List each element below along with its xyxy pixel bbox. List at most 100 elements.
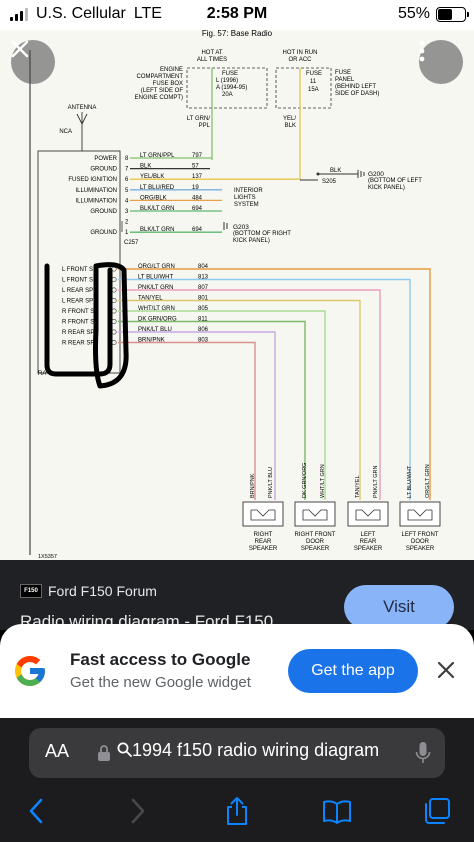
speaker-lead-label: TAN/YEL	[355, 475, 361, 498]
speaker-name: SPEAKER	[249, 546, 278, 552]
speaker-lead-label: ORG/LT GRN	[425, 464, 431, 498]
google-g-icon	[15, 656, 45, 686]
speaker-name: REAR	[360, 539, 377, 545]
svg-text:ALL TIMES: ALL TIMES	[197, 57, 227, 63]
svg-text:20A: 20A	[222, 92, 233, 98]
microphone-icon[interactable]	[415, 741, 431, 765]
speaker-wire-color: ORG/LT GRN	[138, 264, 175, 270]
speaker-wire	[118, 268, 431, 500]
close-viewer-button[interactable]	[11, 40, 55, 84]
lock-icon	[98, 745, 110, 761]
speaker-wire-color: LT BLU/WHT	[138, 275, 173, 281]
svg-text:FUSE: FUSE	[306, 71, 322, 77]
speaker-wire-circuit: 803	[198, 338, 209, 344]
speaker-name: SPEAKER	[354, 546, 383, 552]
svg-text:15A: 15A	[308, 87, 319, 93]
chevron-right-icon[interactable]	[122, 796, 152, 826]
speaker-icon	[242, 501, 284, 527]
svg-text:HOT IN RUN: HOT IN RUN	[283, 50, 318, 56]
fig-title: Fig. 57: Base Radio	[202, 30, 273, 38]
more-options-button[interactable]	[419, 40, 463, 84]
fuse-b-label: FUSE 11 15A	[306, 71, 322, 93]
speaker-name: RIGHT	[254, 532, 273, 538]
search-icon	[117, 742, 132, 757]
search-result-card[interactable]: F150 Ford F150 Forum Radio wiring diagra…	[0, 560, 474, 631]
address-bar[interactable]: AA 1994 f150 radio wiring diagram	[29, 728, 445, 778]
pin-label: POWER	[94, 156, 117, 162]
speaker-wire	[118, 331, 276, 500]
speaker-pin-label: R FRONT SP	[62, 320, 98, 326]
speaker-wire-circuit: 813	[198, 275, 209, 281]
svg-text:FUSE: FUSE	[222, 71, 238, 77]
svg-text:(BEHIND LEFT: (BEHIND LEFT	[335, 84, 376, 90]
close-icon	[437, 661, 455, 679]
pin-label: GROUND	[90, 167, 117, 173]
speaker-wire	[118, 310, 326, 500]
handdrawn-markup-2	[93, 262, 129, 389]
close-icon	[11, 40, 29, 58]
pin-circuit: 694	[192, 206, 203, 212]
speaker-wire-circuit: 805	[198, 306, 209, 312]
speaker-name: DOOR	[306, 539, 325, 545]
speaker-icon	[347, 501, 389, 527]
g200-label: G200	[368, 171, 384, 178]
pin-number: 5	[125, 188, 129, 194]
speaker-pin-label: L REAR SP	[62, 299, 93, 305]
speaker-pin-label: R REAR SP	[62, 330, 94, 336]
speaker-pin-label: R FRONT SP	[62, 309, 98, 315]
pin-wire-color: BLK/LT GRN	[140, 206, 174, 212]
svg-text:SYSTEM: SYSTEM	[234, 202, 259, 208]
speaker-pin-label: L REAR SP	[62, 288, 93, 294]
speaker-wire	[118, 278, 411, 500]
image-viewer[interactable]: Fig. 57: Base Radio ENGINE COMPARTMENT F…	[0, 30, 474, 560]
pin-label: GROUND	[90, 209, 117, 215]
speaker-name: REAR	[255, 539, 272, 545]
pin-label: FUSED IGNITION	[68, 177, 117, 183]
svg-text:INTERIOR: INTERIOR	[234, 188, 263, 194]
g200-note: (BOTTOM OF LEFT	[368, 178, 422, 184]
speaker-name: RIGHT FRONT	[295, 532, 336, 538]
book-icon[interactable]	[322, 796, 352, 826]
svg-text:SIDE OF DASH): SIDE OF DASH)	[335, 91, 379, 97]
g203-label: G203	[233, 224, 249, 231]
pin-wire-color: LT BLU/RED	[140, 185, 175, 191]
browser-chrome: AA 1994 f150 radio wiring diagram	[0, 718, 474, 842]
dismiss-promo-button[interactable]	[434, 658, 458, 682]
chevron-left-icon[interactable]	[22, 796, 52, 826]
share-icon[interactable]	[222, 796, 252, 826]
speaker-icon	[294, 501, 336, 527]
speaker-wire-color: PNK/LT GRN	[138, 285, 173, 291]
reader-settings-button[interactable]: AA	[45, 741, 70, 761]
pin-wire-color: ORG/BLK	[140, 195, 167, 201]
speaker-pin-label: R REAR SP	[62, 341, 94, 347]
speaker-pin-label: L FRONT SP	[62, 278, 97, 284]
more-vertical-icon	[419, 40, 425, 62]
clock: 2:58 PM	[206, 5, 268, 22]
ground-g203-icon	[223, 222, 228, 230]
speaker-wire-circuit: 801	[198, 296, 209, 302]
pin-number: 2	[125, 220, 129, 226]
tabs-icon[interactable]	[422, 796, 452, 826]
pin-number: 8	[125, 156, 129, 162]
visit-button[interactable]: Visit	[344, 585, 454, 629]
fuse-a-label: FUSE L (1996) A (1994-95) 20A	[216, 71, 247, 98]
wire-label-yel-blk-2: BLK	[285, 123, 296, 129]
speaker-lead-label: BRN/PNK	[250, 473, 256, 498]
speaker-lead-label: LT BLU/WHT	[407, 465, 413, 498]
footer-code: 1X5357	[38, 554, 57, 560]
wiring-diagram: Fig. 57: Base Radio ENGINE COMPARTMENT F…	[29, 30, 441, 560]
nca-label: NCA	[59, 129, 72, 135]
pin-wire-color: YEL/BLK	[140, 174, 164, 180]
speaker-lead-label: WHT/LT GRN	[320, 464, 326, 498]
url-text: 1994 f150 radio wiring diagram	[117, 740, 417, 761]
pin-circuit: 57	[192, 164, 199, 170]
wire-label-lt-grn-ppl: LT GRN/	[187, 116, 210, 122]
fuse-panel-label: FUSE PANEL (BEHIND LEFT SIDE OF DASH)	[335, 70, 379, 97]
speaker-name: LEFT	[361, 532, 376, 538]
svg-text:11: 11	[310, 79, 317, 85]
promo-title: Fast access to Google	[70, 650, 251, 669]
get-the-app-button[interactable]: Get the app	[288, 649, 418, 693]
pin-label: ILLUMINATION	[75, 188, 117, 194]
